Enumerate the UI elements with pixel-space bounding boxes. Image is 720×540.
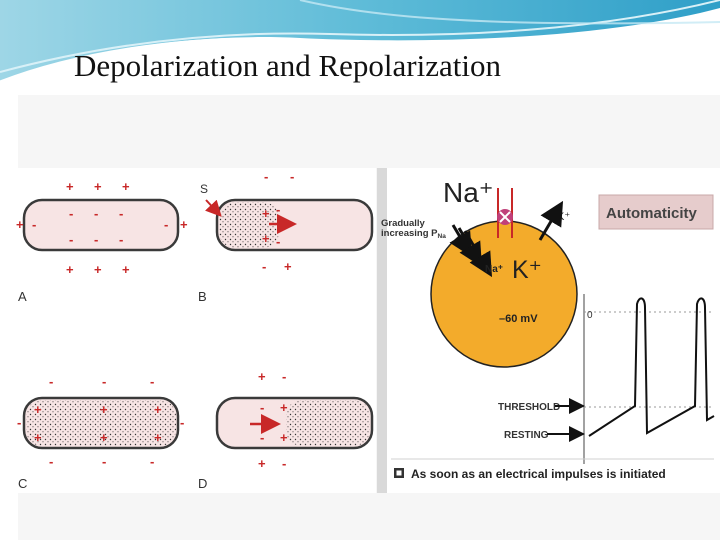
bullet-square-icon — [394, 468, 404, 478]
charge-plus: + — [154, 402, 162, 417]
stimulus-label: S — [200, 182, 208, 196]
charge-plus: + — [262, 206, 270, 221]
cell-panel-b: - - - + + - + - S B — [198, 169, 374, 304]
resting-label: RESTING — [504, 430, 549, 441]
charge-plus: + — [284, 259, 292, 274]
threshold-label: THRESHOLD — [498, 402, 560, 413]
charge-minus: - — [282, 369, 286, 384]
charge-plus: + — [100, 402, 108, 417]
na-ion-small-label: Na⁺ — [485, 264, 503, 275]
k-ion-small-label: K⁺ — [557, 211, 570, 223]
charge-minus: - — [69, 232, 73, 247]
charge-minus: - — [276, 234, 280, 249]
charge-plus: + — [154, 430, 162, 445]
sodium-influx-arrows — [449, 224, 493, 278]
caption-text: As soon as an electrical impulses is ini… — [411, 467, 666, 481]
charge-minus: - — [49, 374, 53, 389]
charge-minus: - — [94, 232, 98, 247]
cell-depolarization-diagram: + + + + + + + + - - - - - - - - A - - - … — [14, 168, 376, 493]
stimulus-arrow — [204, 199, 222, 217]
charge-plus: + — [66, 179, 74, 194]
charge-minus: - — [94, 206, 98, 221]
charge-minus: - — [150, 454, 154, 469]
charge-plus: + — [180, 217, 188, 232]
charge-plus: + — [34, 430, 42, 445]
charge-plus: + — [34, 402, 42, 417]
charge-minus: - — [102, 374, 106, 389]
panel-label-b: B — [198, 289, 207, 304]
charge-plus: + — [122, 262, 130, 277]
automaticity-label: Automaticity — [606, 205, 698, 222]
charge-minus: - — [119, 232, 123, 247]
charge-plus: + — [280, 430, 288, 445]
potassium-efflux-arrow — [538, 200, 564, 241]
panel-label-c: C — [18, 476, 27, 491]
na-ion-label: Na⁺ — [443, 177, 494, 208]
panel-label-d: D — [198, 476, 207, 491]
charge-plus: + — [258, 369, 266, 384]
header-swoosh-banner — [0, 0, 720, 84]
charge-minus: - — [164, 217, 168, 232]
charge-plus: + — [94, 179, 102, 194]
charge-minus: - — [282, 456, 286, 471]
cell-panel-a: + + + + + + + + - - - - - - - - A — [16, 179, 188, 304]
charge-minus: - — [290, 169, 294, 184]
charge-minus: - — [262, 259, 266, 274]
automaticity-label-box: Automaticity — [598, 194, 714, 230]
charge-plus: + — [100, 430, 108, 445]
charge-plus: + — [94, 262, 102, 277]
slide-title: Depolarization and Repolarization — [74, 48, 501, 83]
zero-mv-label: 0 — [587, 310, 593, 321]
charge-plus: + — [258, 456, 266, 471]
charge-minus: - — [32, 217, 36, 232]
charge-plus: + — [262, 231, 270, 246]
charge-plus: + — [280, 400, 288, 415]
cell-panel-d: + - + - - + - + D — [198, 369, 374, 491]
charge-minus: - — [260, 430, 264, 445]
charge-minus: - — [260, 400, 264, 415]
k-ion-label: K⁺ — [512, 256, 542, 284]
panel-label-a: A — [18, 289, 27, 304]
increasing-subscript: Na — [438, 233, 447, 240]
charge-minus: - — [119, 206, 123, 221]
charge-minus: - — [102, 454, 106, 469]
charge-minus: - — [69, 206, 73, 221]
charge-minus: - — [49, 454, 53, 469]
charge-minus: - — [150, 374, 154, 389]
charge-plus: + — [66, 262, 74, 277]
charge-minus: - — [276, 202, 280, 217]
gradually-label: Gradually — [381, 218, 426, 229]
charge-minus: - — [264, 169, 268, 184]
charge-minus: - — [180, 415, 184, 430]
automaticity-diagram: Na⁺ K⁺ Gradually increasing PNa Na⁺ K⁺ –… — [377, 168, 720, 493]
svg-text:increasing PNa: increasing PNa — [381, 228, 446, 240]
channel-closed-icon — [497, 209, 513, 225]
action-potential-trace — [588, 297, 715, 437]
charge-minus: - — [17, 415, 21, 430]
increasing-label: increasing P — [381, 228, 438, 239]
charge-plus: + — [122, 179, 130, 194]
membrane-voltage-label: –60 mV — [499, 313, 538, 325]
pacemaker-cell — [430, 220, 578, 368]
cell-panel-c: - - - - - - - - + + + + + + C — [17, 374, 184, 491]
charge-plus: + — [16, 217, 24, 232]
